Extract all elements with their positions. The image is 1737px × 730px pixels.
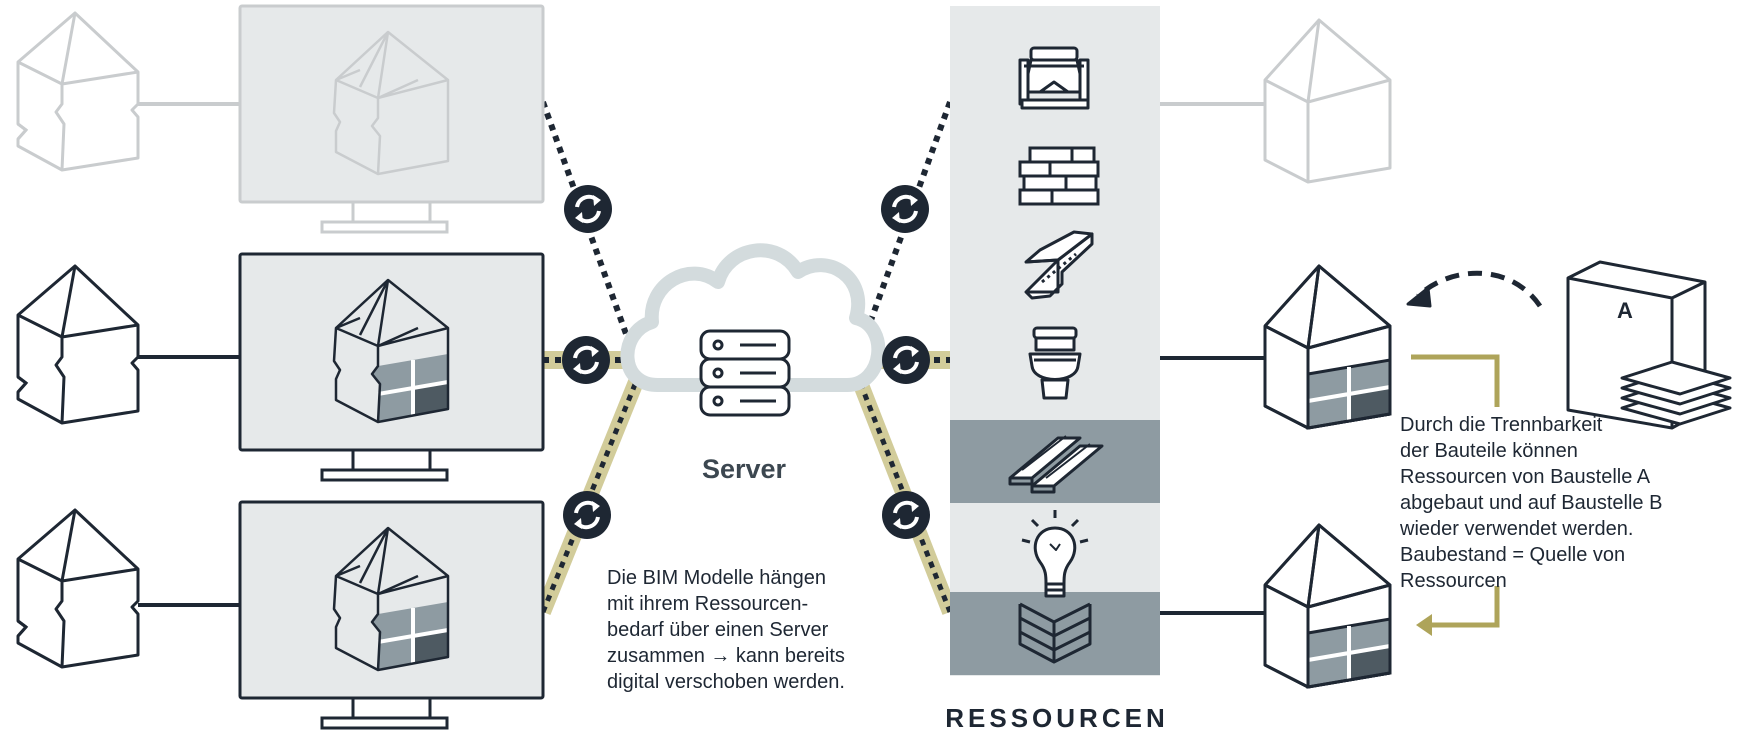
house-damaged-middle xyxy=(16,264,140,425)
insulation-layers-icon xyxy=(1018,602,1092,664)
server-icon xyxy=(699,329,791,417)
sync-icon xyxy=(561,489,613,541)
timber-boards-icon xyxy=(1008,435,1104,494)
house-damaged-top xyxy=(16,11,140,172)
monitor-top xyxy=(238,4,545,234)
reuse-arrow xyxy=(1411,354,1500,636)
house-intact-bottom xyxy=(1263,523,1392,689)
server-label: Server xyxy=(702,454,787,484)
monitor-bottom xyxy=(238,500,545,730)
note-line: Baubestand = Quelle von xyxy=(1400,544,1626,566)
cloud xyxy=(620,243,886,393)
dashed-transfer-arrow xyxy=(1406,270,1543,308)
note-line: digital verschoben werden. xyxy=(607,671,845,693)
note-line: Ressourcen xyxy=(1400,570,1507,592)
light-bulb-icon xyxy=(1021,510,1089,598)
house-damaged-bottom xyxy=(16,508,140,669)
sync-icon xyxy=(880,334,932,386)
note-line: wieder verwendet werden. xyxy=(1400,518,1634,540)
note-line: Ressourcen von Baustelle A xyxy=(1400,466,1651,488)
note-line: zusammen → kann bereits xyxy=(607,645,845,667)
bricks-icon xyxy=(1018,146,1100,206)
house-intact-top xyxy=(1263,18,1392,184)
sync-icon xyxy=(879,183,931,235)
sync-icon xyxy=(562,183,614,235)
note-line: der Bauteile können xyxy=(1400,440,1578,462)
note-line: Durch die Trennbarkeit xyxy=(1400,414,1603,436)
resources-label: RESSOURCEN xyxy=(945,703,1168,730)
toilet-icon xyxy=(1028,326,1082,400)
concrete-mixer-icon xyxy=(1018,46,1090,110)
separability-note: Durch die Trennbarkeit der Bauteile könn… xyxy=(1400,412,1730,594)
steel-beam-icon xyxy=(1024,230,1094,300)
monitor-middle xyxy=(238,252,545,482)
note-line: mit ihrem Ressourcen- xyxy=(607,593,809,615)
note-line: bedarf über einen Server xyxy=(607,619,829,641)
bim-description-note: Die BIM Modelle hängen mit ihrem Ressour… xyxy=(607,565,907,695)
building-a-badge: A xyxy=(1617,298,1633,323)
sync-icon xyxy=(560,334,612,386)
note-line: Die BIM Modelle hängen xyxy=(607,567,827,589)
sync-icon xyxy=(880,489,932,541)
house-intact-middle xyxy=(1263,264,1392,430)
note-line: abgebaut und auf Baustelle B xyxy=(1400,492,1663,514)
document-stack-icon xyxy=(1620,360,1732,426)
